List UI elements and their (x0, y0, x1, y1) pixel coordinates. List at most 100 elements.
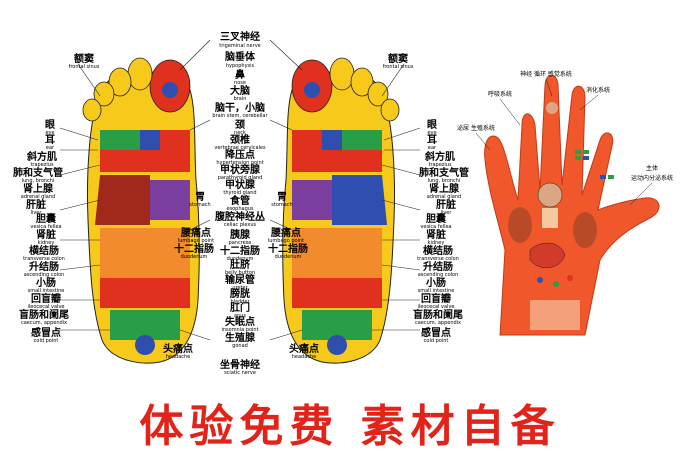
svg-text:stomach: stomach (271, 202, 292, 208)
svg-text:回盲瓣: 回盲瓣 (31, 292, 61, 305)
svg-text:膀胱: 膀胱 (229, 287, 250, 300)
hand-label-motor: 运动内分泌系统 (631, 174, 673, 182)
svg-text:坐骨神经: 坐骨神经 (220, 358, 260, 371)
svg-text:横结肠: 横结肠 (423, 244, 453, 257)
svg-text:额窦: 额窦 (74, 52, 94, 65)
svg-text:headache: headache (292, 354, 317, 360)
svg-text:hypophysis: hypophysis (226, 63, 255, 69)
svg-text:neck: neck (234, 130, 246, 136)
svg-text:斜方肌: 斜方肌 (26, 150, 57, 163)
svg-text:肾脏: 肾脏 (36, 228, 56, 241)
svg-text:脑干，小脑: 脑干，小脑 (215, 101, 265, 114)
svg-text:vertebrae cervicales: vertebrae cervicales (214, 145, 266, 151)
svg-text:liver: liver (31, 210, 43, 216)
svg-text:甲状腺: 甲状腺 (225, 178, 256, 191)
svg-text:生殖腺: 生殖腺 (225, 331, 256, 344)
svg-text:liver: liver (441, 210, 453, 216)
hand-label-respiratory: 呼吸系统 (488, 90, 512, 98)
svg-text:肺和支气管: 肺和支气管 (419, 166, 469, 179)
svg-text:gonad: gonad (232, 343, 248, 349)
svg-text:感冒点: 感冒点 (31, 326, 61, 339)
svg-text:transverse colon: transverse colon (417, 256, 459, 262)
svg-text:small intestine: small intestine (418, 288, 455, 294)
svg-text:降压点: 降压点 (225, 148, 255, 161)
svg-text:颈椎: 颈椎 (229, 133, 250, 146)
svg-text:pancreas: pancreas (229, 240, 252, 246)
svg-text:升结肠: 升结肠 (423, 260, 453, 273)
svg-text:颈: 颈 (234, 119, 245, 131)
svg-text:回盲瓣: 回盲瓣 (421, 292, 451, 305)
svg-text:腰痛点: 腰痛点 (270, 226, 301, 239)
svg-text:belly button: belly button (225, 270, 255, 276)
svg-text:三叉神经: 三叉神经 (220, 30, 260, 43)
svg-text:eye: eye (45, 130, 54, 136)
svg-text:ascending colon: ascending colon (24, 272, 65, 278)
svg-text:vesica fellea: vesica fellea (30, 224, 61, 230)
svg-text:sciatic nerve: sciatic nerve (224, 370, 256, 376)
svg-text:duodenum: duodenum (181, 254, 208, 260)
svg-text:ureter: ureter (232, 285, 248, 291)
svg-text:headache: headache (166, 354, 191, 360)
svg-text:caecum, appendix: caecum, appendix (415, 320, 461, 326)
left-foot (82, 57, 200, 364)
svg-text:cold point: cold point (34, 338, 59, 344)
svg-text:盲肠和阑尾: 盲肠和阑尾 (413, 308, 463, 321)
svg-text:ascending colon: ascending colon (418, 272, 459, 278)
svg-text:眼: 眼 (45, 119, 55, 131)
svg-text:眼: 眼 (427, 119, 437, 131)
svg-text:ear: ear (46, 145, 55, 151)
svg-text:parathyroid gland: parathyroid gland (218, 175, 263, 181)
svg-text:adrenal gland: adrenal gland (21, 194, 55, 200)
hand-diagram (484, 74, 660, 336)
svg-text:横结肠: 横结肠 (29, 244, 59, 257)
svg-text:lung, bronchi: lung, bronchi (428, 178, 461, 184)
svg-text:small intestine: small intestine (28, 288, 65, 294)
right-foot (282, 57, 400, 364)
svg-text:ear: ear (428, 145, 437, 151)
svg-text:trapezius: trapezius (428, 162, 452, 168)
svg-text:食管: 食管 (229, 194, 250, 207)
svg-text:头痛点: 头痛点 (289, 342, 319, 355)
svg-text:肾上腺: 肾上腺 (23, 182, 54, 195)
svg-text:头痛点: 头痛点 (163, 342, 193, 355)
svg-text:adrenal gland: adrenal gland (427, 194, 461, 200)
svg-text:升结肠: 升结肠 (29, 260, 59, 273)
svg-text:十二指肠: 十二指肠 (268, 242, 308, 255)
svg-text:额窦: 额窦 (388, 52, 408, 65)
svg-text:腰痛点: 腰痛点 (180, 226, 211, 239)
